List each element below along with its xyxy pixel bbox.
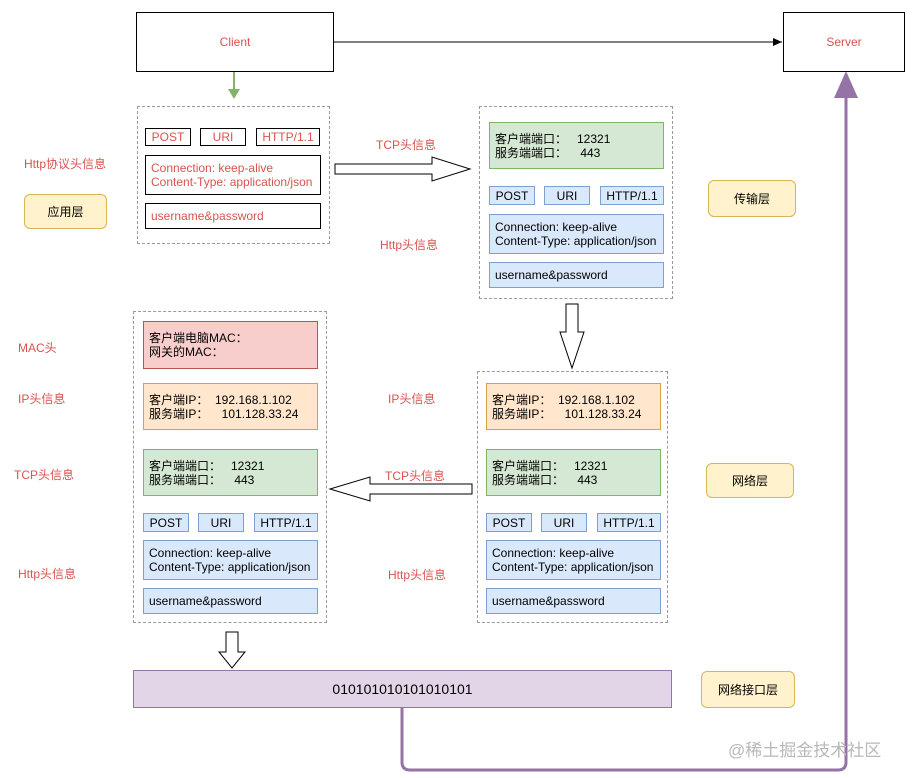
net-left-ip-header: 客户端IP： 192.168.1.102 服务端IP： 101.128.33.2… bbox=[143, 383, 318, 430]
application-packet bbox=[137, 106, 330, 244]
label-http-header-left: Http头信息 bbox=[18, 567, 77, 581]
transport-http-method: POST bbox=[489, 186, 535, 205]
transport-http-headers: Connection: keep-alive Content-Type: app… bbox=[489, 214, 664, 254]
app-body-text: username&password bbox=[151, 209, 264, 223]
link-layer-bitstream: 010101010101010101 bbox=[133, 670, 672, 708]
net-right-ip-line2: 服务端IP： 101.128.33.24 bbox=[492, 406, 642, 421]
app-header-line2: Content-Type: application/json bbox=[151, 175, 313, 189]
net-left-ip-line1: 客户端IP： 192.168.1.102 bbox=[149, 392, 292, 407]
transport-header-line1: Connection: keep-alive bbox=[495, 220, 618, 234]
app-http-body: username&password bbox=[145, 203, 321, 229]
label-tcp-header-left: TCP头信息 bbox=[14, 468, 75, 482]
net-left-body-text: username&password bbox=[149, 594, 262, 608]
link-to-server-line bbox=[400, 71, 858, 772]
label-tcp-header-mid: TCP头信息 bbox=[385, 469, 446, 483]
label-http-header-top: Http头信息 bbox=[380, 238, 439, 252]
net-left-http-headers: Connection: keep-alive Content-Type: app… bbox=[143, 540, 318, 580]
net-right-ip-line1: 客户端IP： 192.168.1.102 bbox=[492, 392, 635, 407]
transport-to-network-arrow bbox=[559, 303, 585, 370]
transport-tcp-line2: 服务端端口： 443 bbox=[495, 145, 601, 160]
net-right-http-method: POST bbox=[486, 513, 532, 532]
transport-packet bbox=[479, 106, 673, 299]
app-http-version: HTTP/1.1 bbox=[256, 128, 320, 146]
network-packet-right bbox=[477, 371, 668, 623]
server-node: Server bbox=[783, 12, 905, 72]
layer-link: 网络接口层 bbox=[701, 671, 795, 708]
net-right-http-headers: Connection: keep-alive Content-Type: app… bbox=[486, 540, 661, 580]
net-left-http-method: POST bbox=[143, 513, 189, 532]
network-to-link-arrow bbox=[217, 631, 247, 669]
net-right-header-line1: Connection: keep-alive bbox=[492, 546, 615, 560]
transport-http-version: HTTP/1.1 bbox=[600, 186, 664, 205]
transport-body-text: username&password bbox=[495, 268, 608, 282]
net-right-tcp-line2: 服务端端口： 443 bbox=[492, 472, 598, 487]
label-ip-header-left: IP头信息 bbox=[18, 392, 66, 406]
app-http-headers: Connection: keep-alive Content-Type: app… bbox=[145, 155, 321, 195]
net-left-mac-line1: 客户端电脑MAC： bbox=[149, 331, 248, 345]
net-left-tcp-line1: 客户端端口： 12321 bbox=[149, 458, 265, 473]
net-left-tcp-header: 客户端端口： 12321 服务端端口： 443 bbox=[143, 449, 318, 496]
transport-header-line2: Content-Type: application/json bbox=[495, 234, 657, 248]
transport-http-uri: URI bbox=[544, 186, 590, 205]
app-http-uri: URI bbox=[200, 128, 246, 146]
net-right-http-version: HTTP/1.1 bbox=[597, 513, 661, 532]
transport-tcp-header: 客户端端口： 12321 服务端端口： 443 bbox=[489, 122, 664, 169]
client-node: Client bbox=[136, 12, 334, 72]
layer-transport: 传输层 bbox=[708, 180, 796, 217]
net-left-header-line1: Connection: keep-alive bbox=[149, 546, 272, 560]
transport-http-body: username&password bbox=[489, 262, 664, 288]
transport-tcp-line1: 客户端端口： 12321 bbox=[495, 131, 611, 146]
net-right-body-text: username&password bbox=[492, 594, 605, 608]
net-right-header-line2: Content-Type: application/json bbox=[492, 560, 654, 574]
net-left-http-body: username&password bbox=[143, 588, 318, 614]
net-left-mac-header: 客户端电脑MAC： 网关的MAC： bbox=[143, 321, 318, 369]
label-mac-header: MAC头 bbox=[18, 341, 57, 355]
network-left-arrow bbox=[328, 476, 473, 502]
net-left-ip-line2: 服务端IP： 101.128.33.24 bbox=[149, 406, 299, 421]
net-right-http-body: username&password bbox=[486, 588, 661, 614]
app-http-method: POST bbox=[145, 128, 191, 146]
net-left-tcp-line2: 服务端端口： 443 bbox=[149, 472, 255, 487]
net-left-http-uri: URI bbox=[198, 513, 244, 532]
app-header-line1: Connection: keep-alive bbox=[151, 161, 274, 175]
net-left-mac-line2: 网关的MAC： bbox=[149, 345, 224, 359]
net-left-header-line2: Content-Type: application/json bbox=[149, 560, 311, 574]
net-left-http-version: HTTP/1.1 bbox=[254, 513, 318, 532]
label-http-protocol-header: Http协议头信息 bbox=[24, 157, 107, 171]
label-http-header-mid: Http头信息 bbox=[388, 568, 447, 582]
label-ip-header-mid: IP头信息 bbox=[388, 392, 436, 406]
layer-network: 网络层 bbox=[706, 463, 794, 498]
client-down-arrow bbox=[228, 72, 240, 99]
net-right-ip-header: 客户端IP： 192.168.1.102 服务端IP： 101.128.33.2… bbox=[486, 383, 661, 430]
network-packet-left bbox=[133, 311, 327, 623]
label-tcp-header-top: TCP头信息 bbox=[376, 138, 437, 152]
watermark: @稀土掘金技术社区 bbox=[728, 741, 882, 760]
net-right-tcp-header: 客户端端口： 12321 服务端端口： 443 bbox=[486, 449, 661, 496]
layer-application: 应用层 bbox=[24, 194, 107, 229]
net-right-tcp-line1: 客户端端口： 12321 bbox=[492, 458, 608, 473]
app-to-transport-arrow bbox=[334, 156, 472, 182]
net-right-http-uri: URI bbox=[541, 513, 587, 532]
